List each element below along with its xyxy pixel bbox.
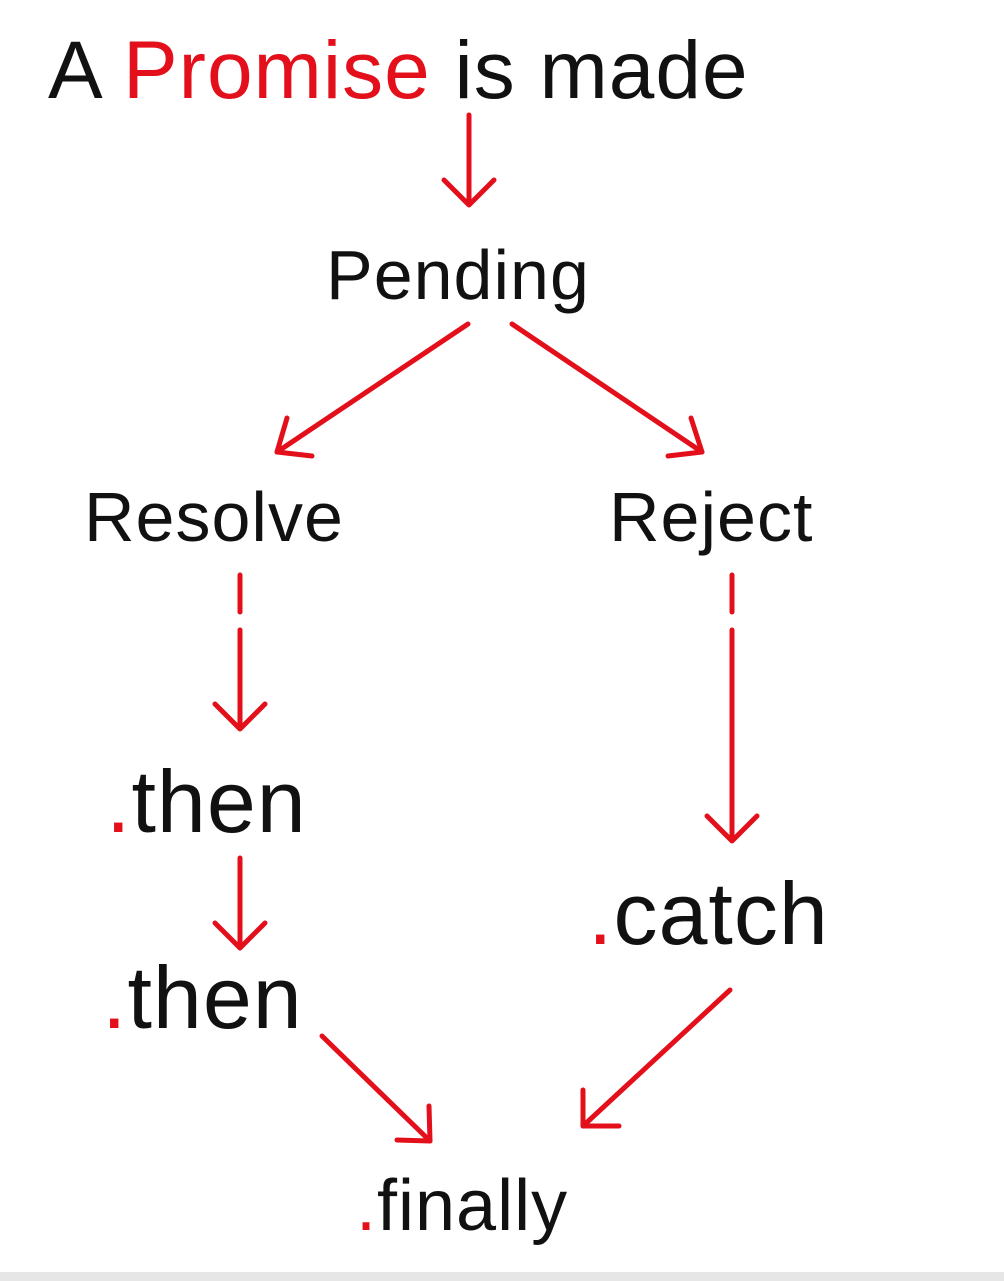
finally-text: finally xyxy=(377,1166,569,1246)
node-finally: .finally xyxy=(356,1170,568,1242)
arrow-resolve-to-then xyxy=(212,572,268,732)
title-prefix: A xyxy=(48,25,123,116)
then-second-text: then xyxy=(127,948,303,1047)
arrow-pending-to-reject xyxy=(509,321,705,459)
node-then-second: .then xyxy=(102,954,303,1042)
arrow-title-to-pending xyxy=(441,112,497,208)
node-then-first: .then xyxy=(106,758,307,846)
node-resolve: Resolve xyxy=(84,478,344,556)
arrow-then-to-then xyxy=(212,855,268,951)
node-pending: Pending xyxy=(326,236,590,314)
finally-dot: . xyxy=(356,1166,378,1246)
bottom-bar xyxy=(0,1272,1004,1281)
node-catch: .catch xyxy=(588,870,829,958)
catch-text: catch xyxy=(613,864,829,963)
arrow-then-to-finally xyxy=(319,1033,433,1144)
node-reject: Reject xyxy=(609,478,814,556)
then-first-text: then xyxy=(131,752,307,851)
catch-dot: . xyxy=(588,864,614,963)
arrow-catch-to-finally xyxy=(580,987,733,1129)
then-second-dot: . xyxy=(102,948,128,1047)
title-suffix: is made xyxy=(430,25,749,116)
title-highlight-promise: Promise xyxy=(122,25,431,116)
arrow-pending-to-resolve xyxy=(274,321,471,459)
then-first-dot: . xyxy=(106,752,132,851)
diagram-title: A Promise is made xyxy=(48,30,749,112)
arrow-reject-to-catch xyxy=(704,572,760,844)
